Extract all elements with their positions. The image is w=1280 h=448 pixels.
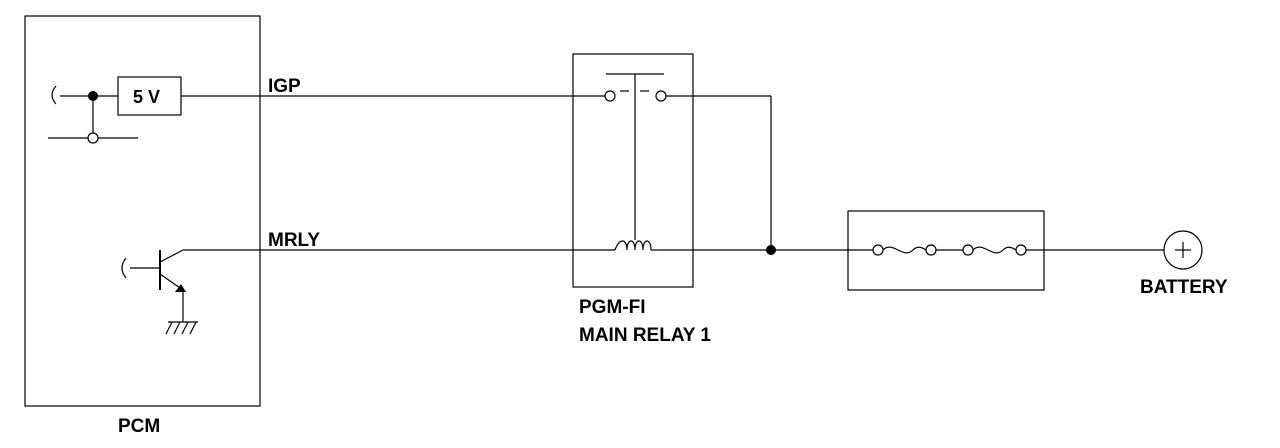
relay-coil-icon	[614, 240, 652, 251]
pcm-label: PCM	[118, 416, 160, 437]
relay-box	[572, 53, 694, 288]
junction-dot-right	[766, 245, 776, 255]
relay-contact-right	[655, 90, 667, 102]
ground-hatch-2	[173, 321, 181, 335]
battery-label: BATTERY	[1140, 277, 1228, 298]
pcm-box	[24, 15, 261, 407]
fuse1-terminal-left	[872, 244, 884, 256]
ground-hatch-1	[165, 321, 173, 335]
fuse2-terminal-left	[962, 244, 974, 256]
transistor-collector	[159, 249, 184, 263]
input-break-symbol	[51, 85, 57, 105]
relay-contact-left	[604, 90, 616, 102]
ground-hatch-4	[189, 321, 197, 335]
ground-hatch-3	[181, 321, 189, 335]
battery-symbol-icon	[1163, 230, 1203, 270]
relay-label-line1: PGM-FI	[579, 297, 646, 318]
fuse2-terminal-right	[1015, 244, 1027, 256]
relay-label-line2: MAIN RELAY 1	[579, 325, 711, 346]
fuse2-icon	[972, 246, 1017, 254]
fuse1-terminal-right	[925, 244, 937, 256]
terminal-circle	[87, 132, 99, 144]
transistor-input-break	[121, 257, 127, 279]
mrly-label: MRLY	[268, 230, 320, 251]
igp-label: IGP	[268, 76, 301, 97]
five-volt-label: 5 V	[133, 87, 160, 107]
fuse1-icon	[882, 246, 927, 254]
